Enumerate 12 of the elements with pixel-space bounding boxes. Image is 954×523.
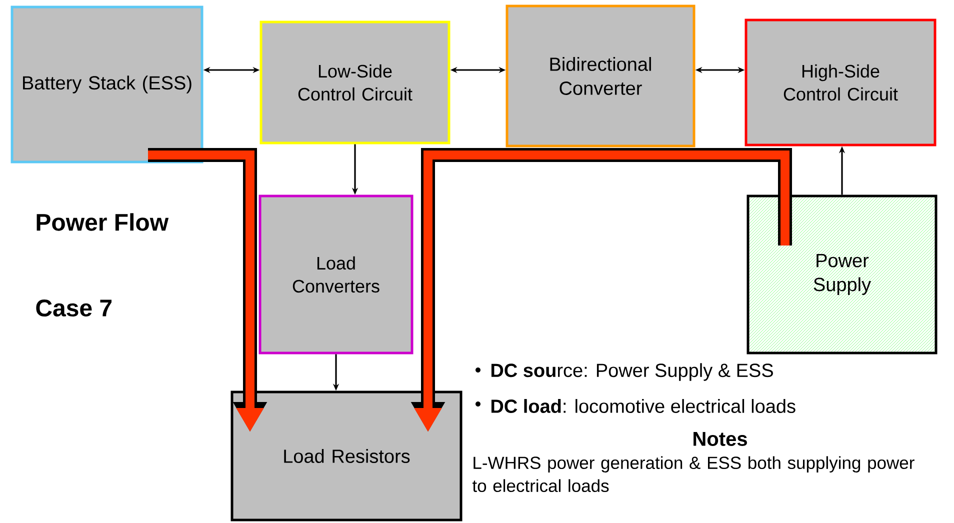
process-box: Load Converters: [258, 194, 414, 354]
heading: Power Flow: [36, 213, 169, 231]
process-box: Bidirectional Converter: [506, 4, 696, 148]
heading: Case 7: [36, 300, 112, 316]
process-box: Low-Side Control Circuit: [260, 20, 450, 144]
process-box: Battery Stack (ESS): [10, 6, 204, 164]
notes-heading: Notes: [694, 432, 747, 446]
hatched-box: Power Supply: [746, 194, 938, 354]
process-box: High-Side Control Circuit: [744, 18, 936, 146]
bullet-text: DC load: locomotive electrical loads: [491, 399, 796, 413]
process-box: Load Resistors: [230, 390, 462, 522]
bullet-text: DC source: Power Supply & ESS: [491, 363, 773, 381]
